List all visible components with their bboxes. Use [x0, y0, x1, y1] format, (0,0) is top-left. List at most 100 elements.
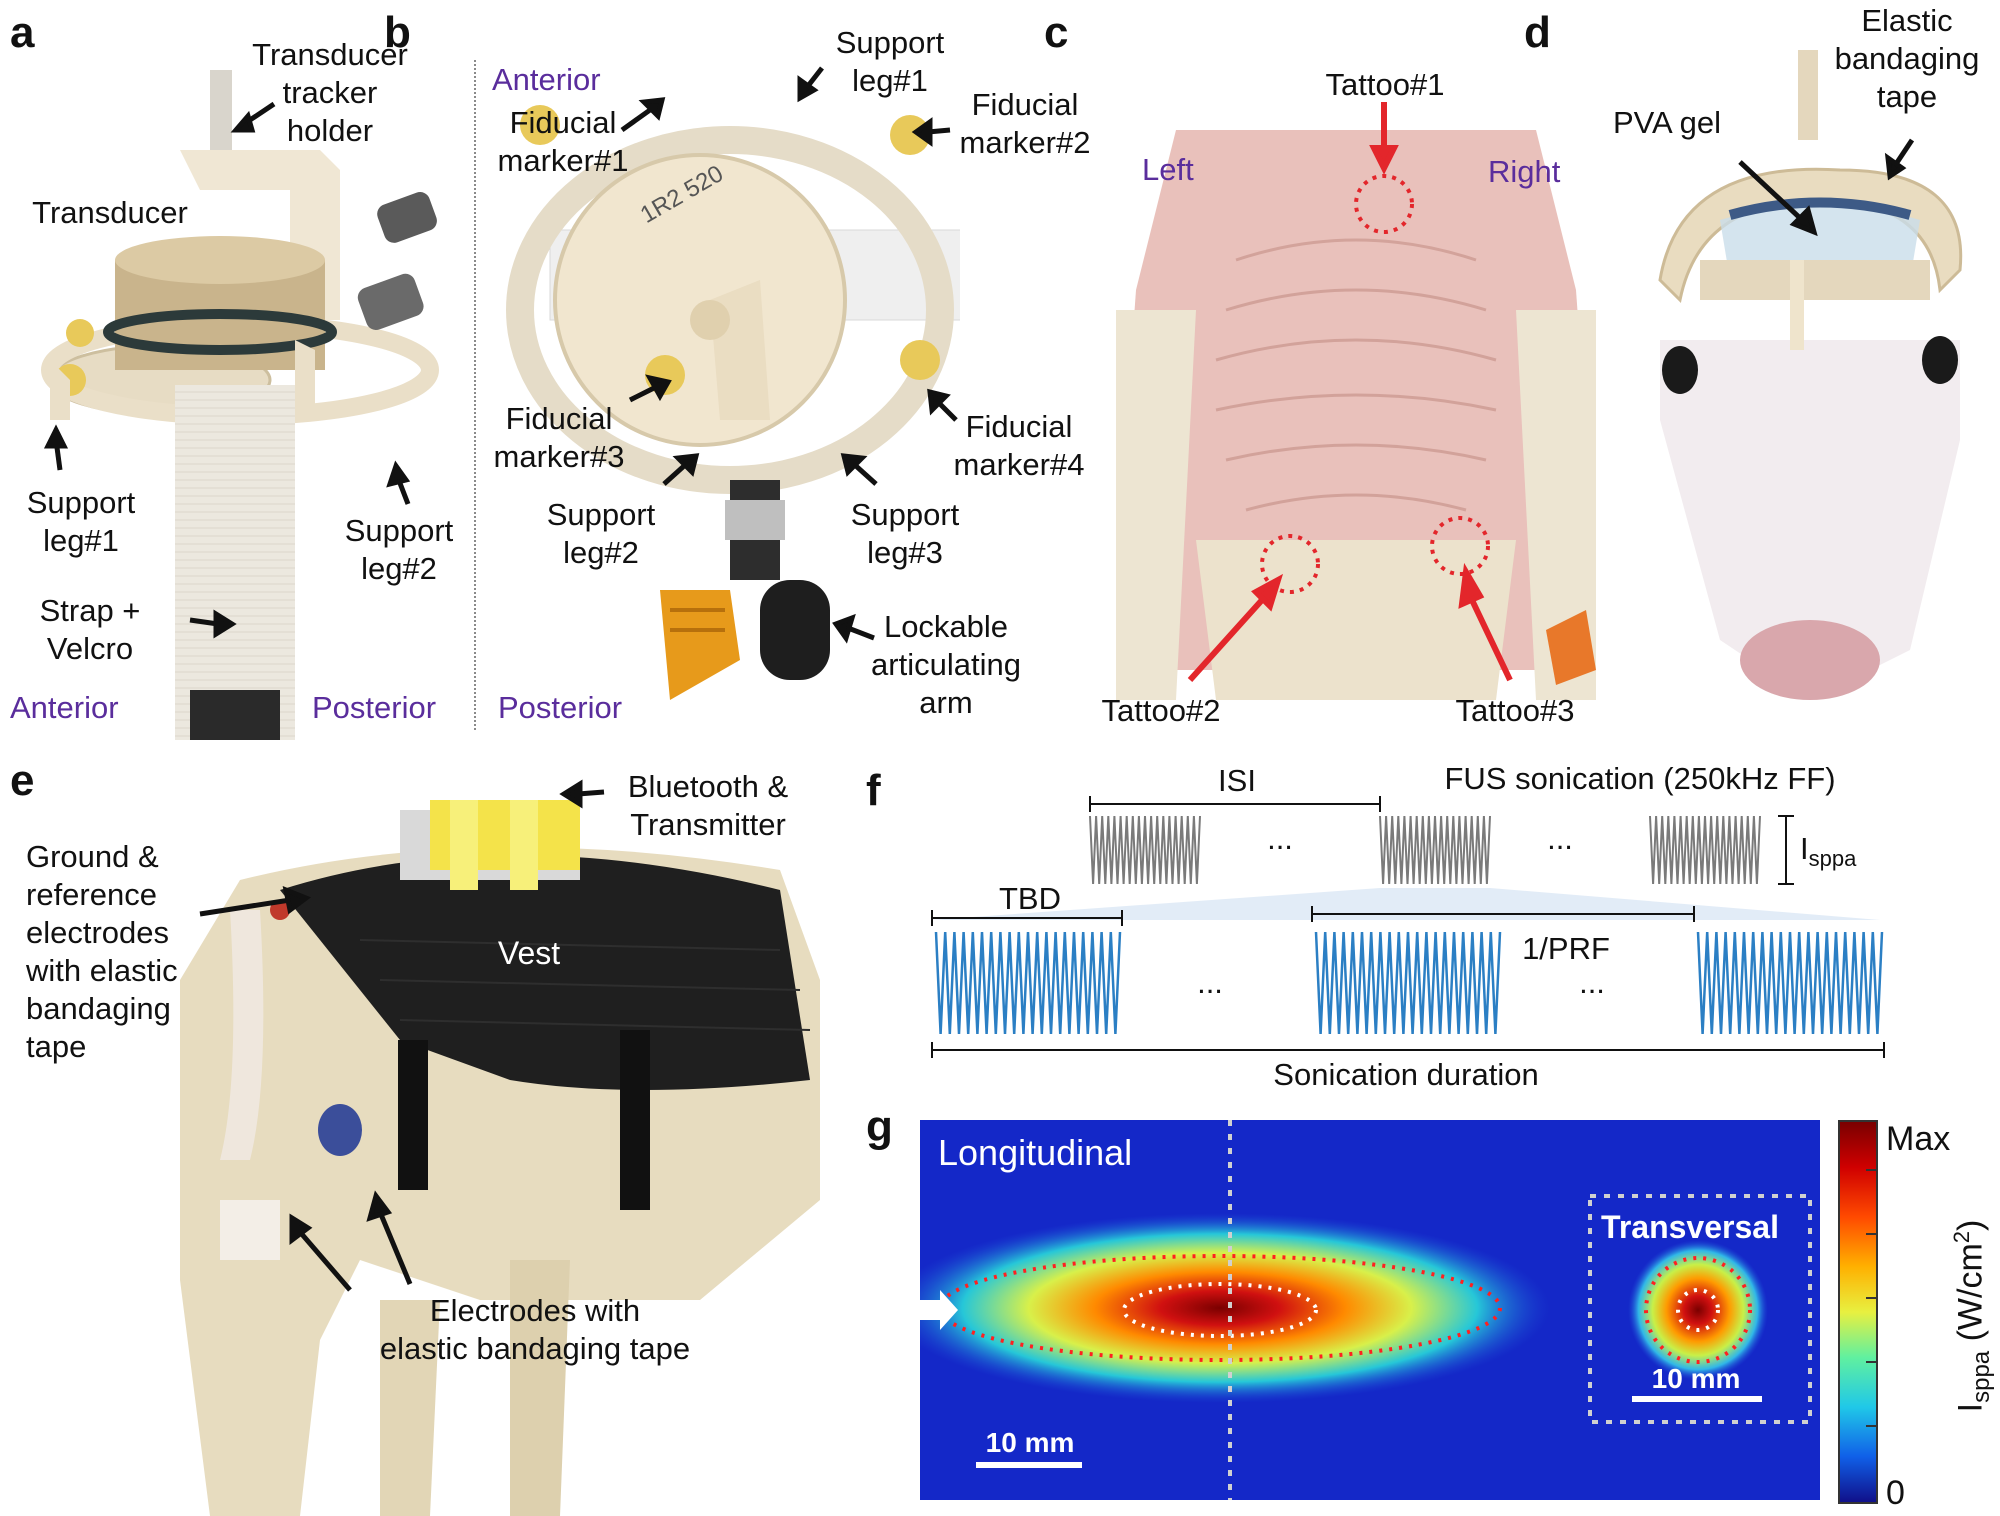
label-line: Support	[26, 485, 136, 520]
colorbar-min-label: 0	[1886, 1474, 1905, 1512]
label-prf: 1/PRF	[1522, 931, 1610, 966]
label-line: leg#1	[852, 63, 928, 98]
label-b-support-leg-1: Support leg#1	[810, 24, 970, 100]
label-line: articulating	[871, 647, 1021, 682]
panel-letter-b: b	[384, 8, 411, 57]
ellipsis-bottom-2: ...	[1579, 965, 1605, 1000]
label-line: Elastic	[1861, 3, 1953, 38]
ellipsis-top-1: ...	[1267, 821, 1293, 856]
label-tattoo-3: Tattoo#3	[1455, 693, 1575, 728]
panel-letter-f: f	[866, 766, 881, 815]
arrow-b-leg1	[806, 66, 824, 88]
panel-b-photo: 1R2 520	[500, 60, 960, 740]
label-electrodes: Electrodes with elastic bandaging tape	[350, 1292, 720, 1368]
panel-letter-g: g	[866, 1102, 893, 1151]
sheep-scalp-drawing	[1116, 130, 1596, 700]
label-sonication-duration: Sonication duration	[1273, 1057, 1539, 1092]
label-transducer: Transducer	[32, 195, 188, 230]
label-ground-reference: Ground & reference electrodes with elast…	[26, 838, 196, 1066]
label-scale-inset: 10 mm	[1651, 1363, 1741, 1394]
label-strap-velcro: Strap + Velcro	[30, 592, 150, 668]
panel-letter-c: c	[1044, 8, 1069, 57]
panel-e-photo	[180, 780, 820, 1516]
tattoo-3-arrowhead	[1458, 562, 1485, 609]
arrowhead	[366, 1190, 393, 1222]
label-fiducial-2: Fiducial marker#2	[950, 86, 1100, 162]
cb-label-main: I	[1951, 1402, 1990, 1413]
label-isi: ISI	[1218, 763, 1256, 798]
label-a-posterior: Posterior	[312, 690, 437, 725]
label-line: Transducer	[252, 37, 408, 72]
isppa-sub: sppa	[1808, 846, 1857, 872]
label-b-anterior: Anterior	[492, 62, 601, 97]
arrowhead	[672, 453, 700, 477]
top-view-drawing: 1R2 520	[506, 105, 960, 700]
label-line: leg#2	[361, 551, 437, 586]
label-line: Ground &	[26, 839, 159, 874]
arrowhead	[282, 885, 312, 915]
tone-burst-3	[1696, 931, 1884, 1035]
arrow-fiducial-1	[620, 107, 652, 133]
colorbar	[1838, 1120, 1878, 1504]
arrowhead	[797, 75, 819, 103]
sheep-face-drawing	[1658, 50, 1963, 700]
arrow-pva-gel	[1738, 160, 1802, 220]
tattoo-2-arrow	[1187, 597, 1265, 683]
arrowhead	[1884, 152, 1907, 181]
label-fiducial-1: Fiducial marker#1	[488, 104, 638, 180]
arrowhead	[638, 97, 666, 121]
arrowhead	[386, 460, 411, 488]
panel-letter-e: e	[10, 756, 35, 805]
label-line: Electrodes with	[429, 1293, 641, 1328]
arrow-fiducial-4	[936, 400, 958, 422]
tattoo-1-arrowhead	[1369, 145, 1399, 175]
tone-burst-1	[934, 931, 1122, 1035]
label-line: electrodes	[26, 915, 170, 950]
arrow-electrode-1	[298, 1230, 352, 1292]
arrow-b-leg3	[854, 464, 878, 486]
tattoo-1-circle	[1354, 174, 1414, 234]
label-line: leg#2	[563, 535, 639, 570]
panel-letter-d: d	[1524, 8, 1551, 57]
label-line: elastic bandaging tape	[379, 1331, 691, 1366]
label-line: bandaging	[1834, 41, 1980, 76]
arrowhead	[927, 388, 951, 416]
label-line: Transmitter	[630, 807, 786, 842]
label-a-anterior: Anterior	[10, 690, 119, 725]
tattoo-3-arrow	[1469, 598, 1513, 682]
cb-label-unit: (W/cm	[1951, 1243, 1990, 1351]
label-line: with elastic	[26, 953, 178, 988]
label-transversal: Transversal	[1601, 1209, 1779, 1245]
field-heatmap	[920, 1120, 1812, 1500]
colorbar-max-label: Max	[1886, 1120, 1951, 1158]
arrowhead	[832, 613, 856, 644]
label-line: Fiducial	[971, 87, 1079, 122]
label-bluetooth: Bluetooth & Transmitter	[608, 768, 808, 844]
arrowhead	[840, 453, 868, 477]
arrowhead	[230, 110, 256, 133]
label-line: leg#1	[43, 523, 119, 558]
arrow-tape	[1893, 138, 1915, 166]
arrowhead	[911, 117, 933, 147]
acoustic-field-longitudinal	[920, 1120, 1820, 1500]
label-line: holder	[286, 113, 374, 148]
arrowhead	[213, 609, 237, 639]
label-line: Support	[546, 497, 656, 532]
label-pva-gel: PVA gel	[1612, 105, 1721, 140]
label-line: tape	[26, 1029, 87, 1064]
label-transducer-tracker-holder: Transducer tracker holder	[240, 36, 420, 150]
panel-divider	[474, 60, 476, 730]
pulse-train-top-1	[1089, 815, 1201, 885]
label-line: tape	[1876, 79, 1938, 114]
arrow-strap	[189, 617, 219, 627]
label-elastic-tape: Elastic bandaging tape	[1822, 2, 1992, 116]
label-line: leg#3	[867, 535, 943, 570]
transducer-assembly-drawing	[41, 70, 439, 740]
arrow-fiducial-3	[628, 385, 656, 403]
arrow-ground	[199, 897, 291, 917]
label-line: tracker	[282, 75, 378, 110]
label-line: marker#3	[493, 439, 625, 474]
